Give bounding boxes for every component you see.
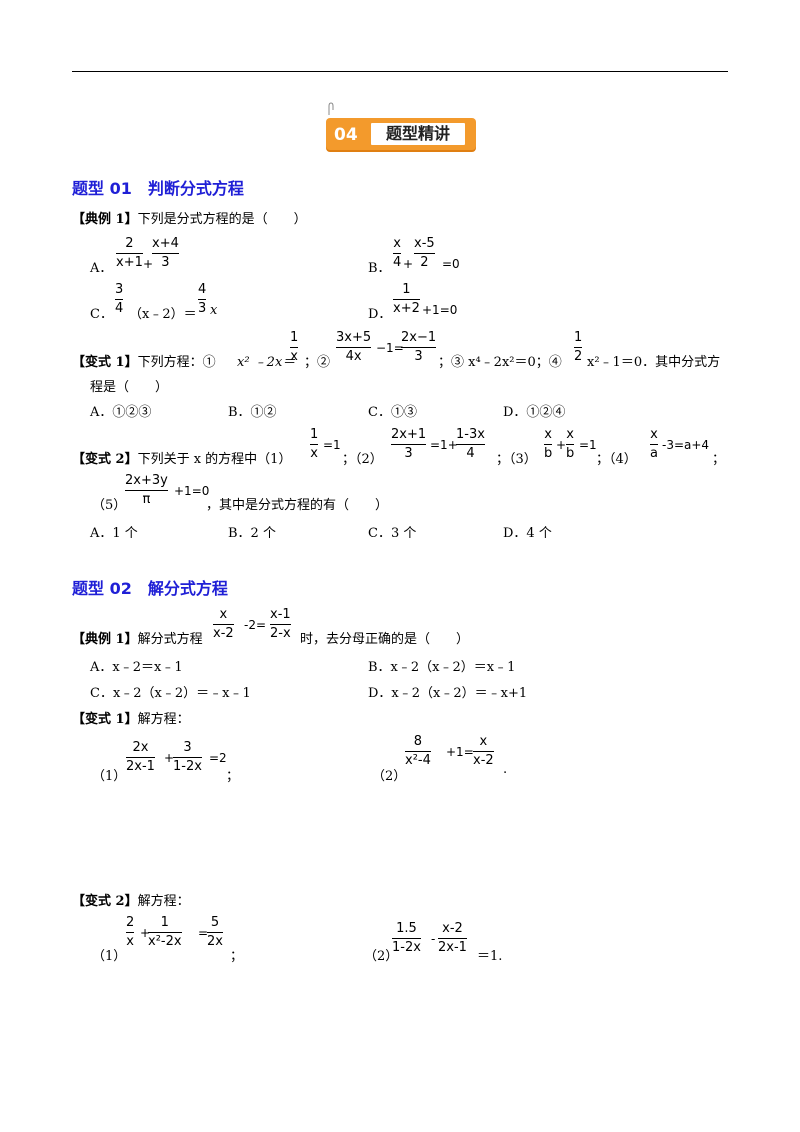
problem-1-label: （1） bbox=[92, 769, 127, 784]
option-b: B．2 个 bbox=[228, 526, 276, 541]
operator: +1= bbox=[446, 745, 474, 759]
variant-1-stem: 【变式 1】下列方程：① bbox=[72, 355, 216, 370]
operator: - bbox=[431, 932, 436, 946]
banner-title: 题型精讲 bbox=[369, 121, 467, 147]
option-d: D．x﹣2（x﹣2）＝﹣x+1 bbox=[368, 686, 528, 701]
equation-tail: =1 bbox=[323, 438, 341, 452]
variant-1-stem-continued: 程是（ ） bbox=[90, 380, 169, 395]
equation-tail: x bbox=[210, 303, 218, 318]
problem-2-label: （2） bbox=[364, 949, 399, 964]
problem-2-label: （2） bbox=[372, 769, 407, 784]
example-2-question: 时，去分母正确的是（ ） bbox=[300, 632, 470, 647]
separator: ； bbox=[712, 452, 726, 467]
equation-middle: （x﹣2）＝ bbox=[129, 307, 197, 322]
equation-tail: +1=0 bbox=[422, 303, 458, 317]
equation-tail: -3=a+4 bbox=[662, 438, 710, 452]
operator: −1= bbox=[376, 341, 404, 355]
item-5-label: （5） bbox=[92, 498, 127, 513]
option-d-label: D． bbox=[368, 307, 392, 322]
option-c: C．3 个 bbox=[368, 526, 417, 541]
equation: x²﹣1＝0．其中分式方 bbox=[587, 355, 721, 370]
separator: ；② bbox=[304, 355, 331, 370]
section-title-1: 题型 01 判断分式方程 bbox=[72, 179, 244, 198]
banner-number: 04 bbox=[334, 125, 358, 145]
separator: ；③ x⁴﹣2x²＝0；④ bbox=[438, 355, 562, 370]
separator: ；（2） bbox=[342, 452, 383, 467]
option-c: C．x﹣2（x﹣2）＝﹣x﹣1 bbox=[90, 686, 251, 701]
equation: x² ﹣2x＝ bbox=[237, 355, 296, 370]
operator: =1+ bbox=[430, 438, 458, 452]
option-a: A．①②③ bbox=[90, 405, 152, 420]
equation-tail: =0 bbox=[442, 257, 460, 271]
operator: + bbox=[556, 438, 567, 452]
separator: ； bbox=[230, 949, 244, 964]
separator: ；（4） bbox=[596, 452, 637, 467]
equation-tail: +1=0 bbox=[174, 484, 210, 498]
variant-3-stem: 【变式 1】解方程： bbox=[72, 712, 190, 727]
option-a: A．1 个 bbox=[90, 526, 138, 541]
variant-2-stem: 【变式 2】下列关于 x 的方程中（1） bbox=[72, 452, 292, 467]
section-banner: 04 题型精讲 bbox=[326, 102, 476, 152]
operator: -2= bbox=[244, 618, 267, 632]
paperclip-icon bbox=[328, 102, 334, 115]
equation-tail: ＝1. bbox=[477, 949, 503, 964]
equation-tail: =1 bbox=[579, 438, 597, 452]
separator: ；（3） bbox=[496, 452, 537, 467]
operator: + bbox=[143, 257, 154, 271]
separator: . bbox=[503, 762, 508, 777]
option-a-label: A． bbox=[90, 261, 113, 276]
option-c-label: C． bbox=[90, 307, 113, 322]
equation-tail: =2 bbox=[209, 751, 227, 765]
operator: + bbox=[164, 751, 175, 765]
variant-4-stem: 【变式 2】解方程： bbox=[72, 894, 190, 909]
example-1-stem: 【典例 1】下列是分式方程的是（ ） bbox=[72, 212, 307, 227]
variant-2-question: ，其中是分式方程的有（ ） bbox=[206, 498, 389, 513]
option-b: B．x﹣2（x﹣2）＝x﹣1 bbox=[368, 660, 516, 675]
option-b-label: B． bbox=[368, 261, 391, 276]
operator: = bbox=[198, 926, 209, 940]
option-d: D．4 个 bbox=[503, 526, 552, 541]
problem-1-label: （1） bbox=[92, 949, 127, 964]
example-2-stem: 【典例 1】解分式方程 bbox=[72, 632, 203, 647]
option-d: D．①②④ bbox=[503, 405, 566, 420]
header-rule bbox=[72, 71, 728, 72]
separator: ； bbox=[226, 769, 240, 784]
option-b: B．①② bbox=[228, 405, 277, 420]
section-title-2: 题型 02 解分式方程 bbox=[72, 579, 228, 598]
operator: + bbox=[403, 257, 414, 271]
option-c: C．①③ bbox=[368, 405, 417, 420]
operator: + bbox=[140, 926, 151, 940]
option-a: A．x﹣2＝x﹣1 bbox=[90, 660, 183, 675]
